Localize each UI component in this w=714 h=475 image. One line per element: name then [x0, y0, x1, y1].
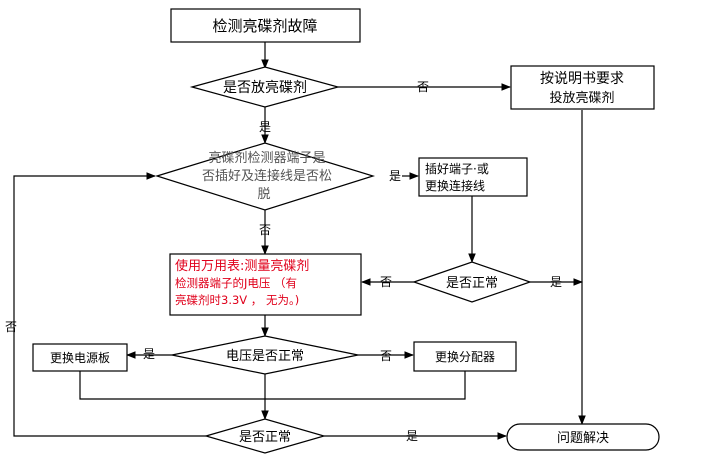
- label-normal1-yes: 是: [550, 275, 562, 289]
- label-voltage-no: 否: [380, 349, 392, 363]
- decision-sensor-line-1: 亮碟剂检测器端子是: [208, 150, 325, 166]
- terminal-solved-text: 问题解决: [557, 431, 609, 446]
- edge-labels: 否 是 是 否 否 是 是 否 是 否: [5, 80, 562, 443]
- edge-power-merge: [79, 371, 265, 400]
- decision-sensor-line-2: 否插好及连接线是否松: [202, 168, 332, 184]
- decision-voltage-box: 电压是否正常: [171, 335, 359, 375]
- label-final-no: 否: [5, 320, 17, 334]
- distributor-box: 更换分配器: [413, 341, 517, 372]
- decision-normal1-text: 是否正常: [446, 276, 498, 291]
- decision-sensor-line-3: 脱: [257, 187, 270, 202]
- distributor-text: 更换分配器: [435, 350, 495, 364]
- label-sensor-no: 否: [259, 223, 271, 237]
- decision-sensor-box: 亮碟剂检测器端子是 否插好及连接线是否松 脱: [154, 142, 376, 211]
- terminal-solved-box: 问题解决: [506, 423, 660, 451]
- manual-line-1: 按说明书要求: [540, 71, 624, 87]
- measure-line-1: 使用万用表:测量亮碟剂: [175, 258, 309, 274]
- plug-line-1: 插好端子·或: [425, 162, 489, 176]
- manual-line-2: 投放亮碟剂: [549, 90, 614, 106]
- edge-distributor-merge: [265, 371, 466, 400]
- measure-line-2: 检测器端子的J电压 （有: [175, 276, 297, 290]
- label-voltage-yes: 是: [143, 347, 155, 361]
- plug-line-2: 更换连接线: [425, 178, 485, 193]
- decision-normal2-text: 是否正常: [239, 430, 291, 445]
- decision-voltage-text: 电压是否正常: [226, 349, 304, 364]
- label-final-yes: 是: [406, 429, 418, 443]
- measure-line-3: 亮碟剂时3.3V ， 无为。): [175, 293, 299, 307]
- label-normal1-no: 否: [380, 275, 392, 289]
- decision-normal2-box: 是否正常: [203, 418, 327, 454]
- decision-normal1-box: 是否正常: [412, 261, 532, 303]
- connectors: [13, 42, 586, 440]
- title-text: 检测亮碟剂故障: [212, 17, 317, 35]
- manual-box: 按说明书要求 投放亮碟剂: [510, 65, 655, 110]
- power-box: 更换电源板: [32, 343, 128, 372]
- edge-final-no-loop: [13, 172, 206, 437]
- plug-in-box: 插好端子·或 更换连接线: [418, 157, 528, 197]
- power-text: 更换电源板: [50, 351, 110, 365]
- label-sensor-yes: 是: [389, 169, 401, 183]
- measure-box: 使用万用表:测量亮碟剂 检测器端子的J电压 （有 亮碟剂时3.3V ， 无为。): [169, 253, 362, 316]
- label-add-yes: 是: [259, 120, 271, 134]
- decision-add-text: 是否放亮碟剂: [223, 79, 307, 96]
- decision-add-box: 是否放亮碟剂: [189, 66, 341, 108]
- title-box: 检测亮碟剂故障: [170, 8, 361, 43]
- label-add-no: 否: [417, 80, 429, 94]
